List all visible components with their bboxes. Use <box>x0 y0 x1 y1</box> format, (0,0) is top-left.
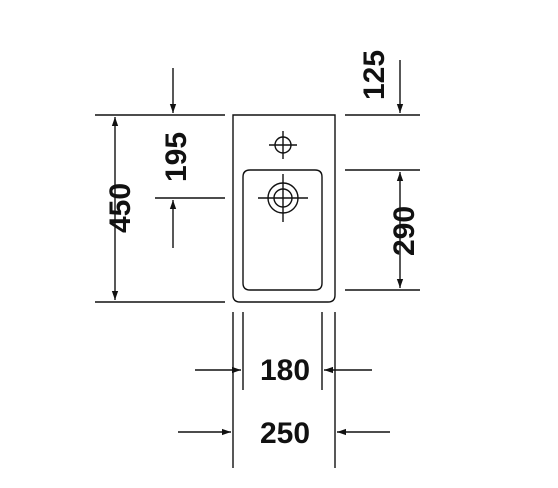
tap-hole-icon <box>269 131 297 159</box>
basin-outline <box>232 114 336 303</box>
dim-label-290: 290 <box>388 206 421 256</box>
dim-label-250: 250 <box>260 417 310 450</box>
dim-label-180: 180 <box>260 354 310 387</box>
dim-label-125: 125 <box>358 50 391 100</box>
dim-label-195: 195 <box>160 132 193 182</box>
drain-icon <box>258 174 308 222</box>
inner-bowl <box>242 169 323 291</box>
dim-label-450: 450 <box>104 183 137 233</box>
